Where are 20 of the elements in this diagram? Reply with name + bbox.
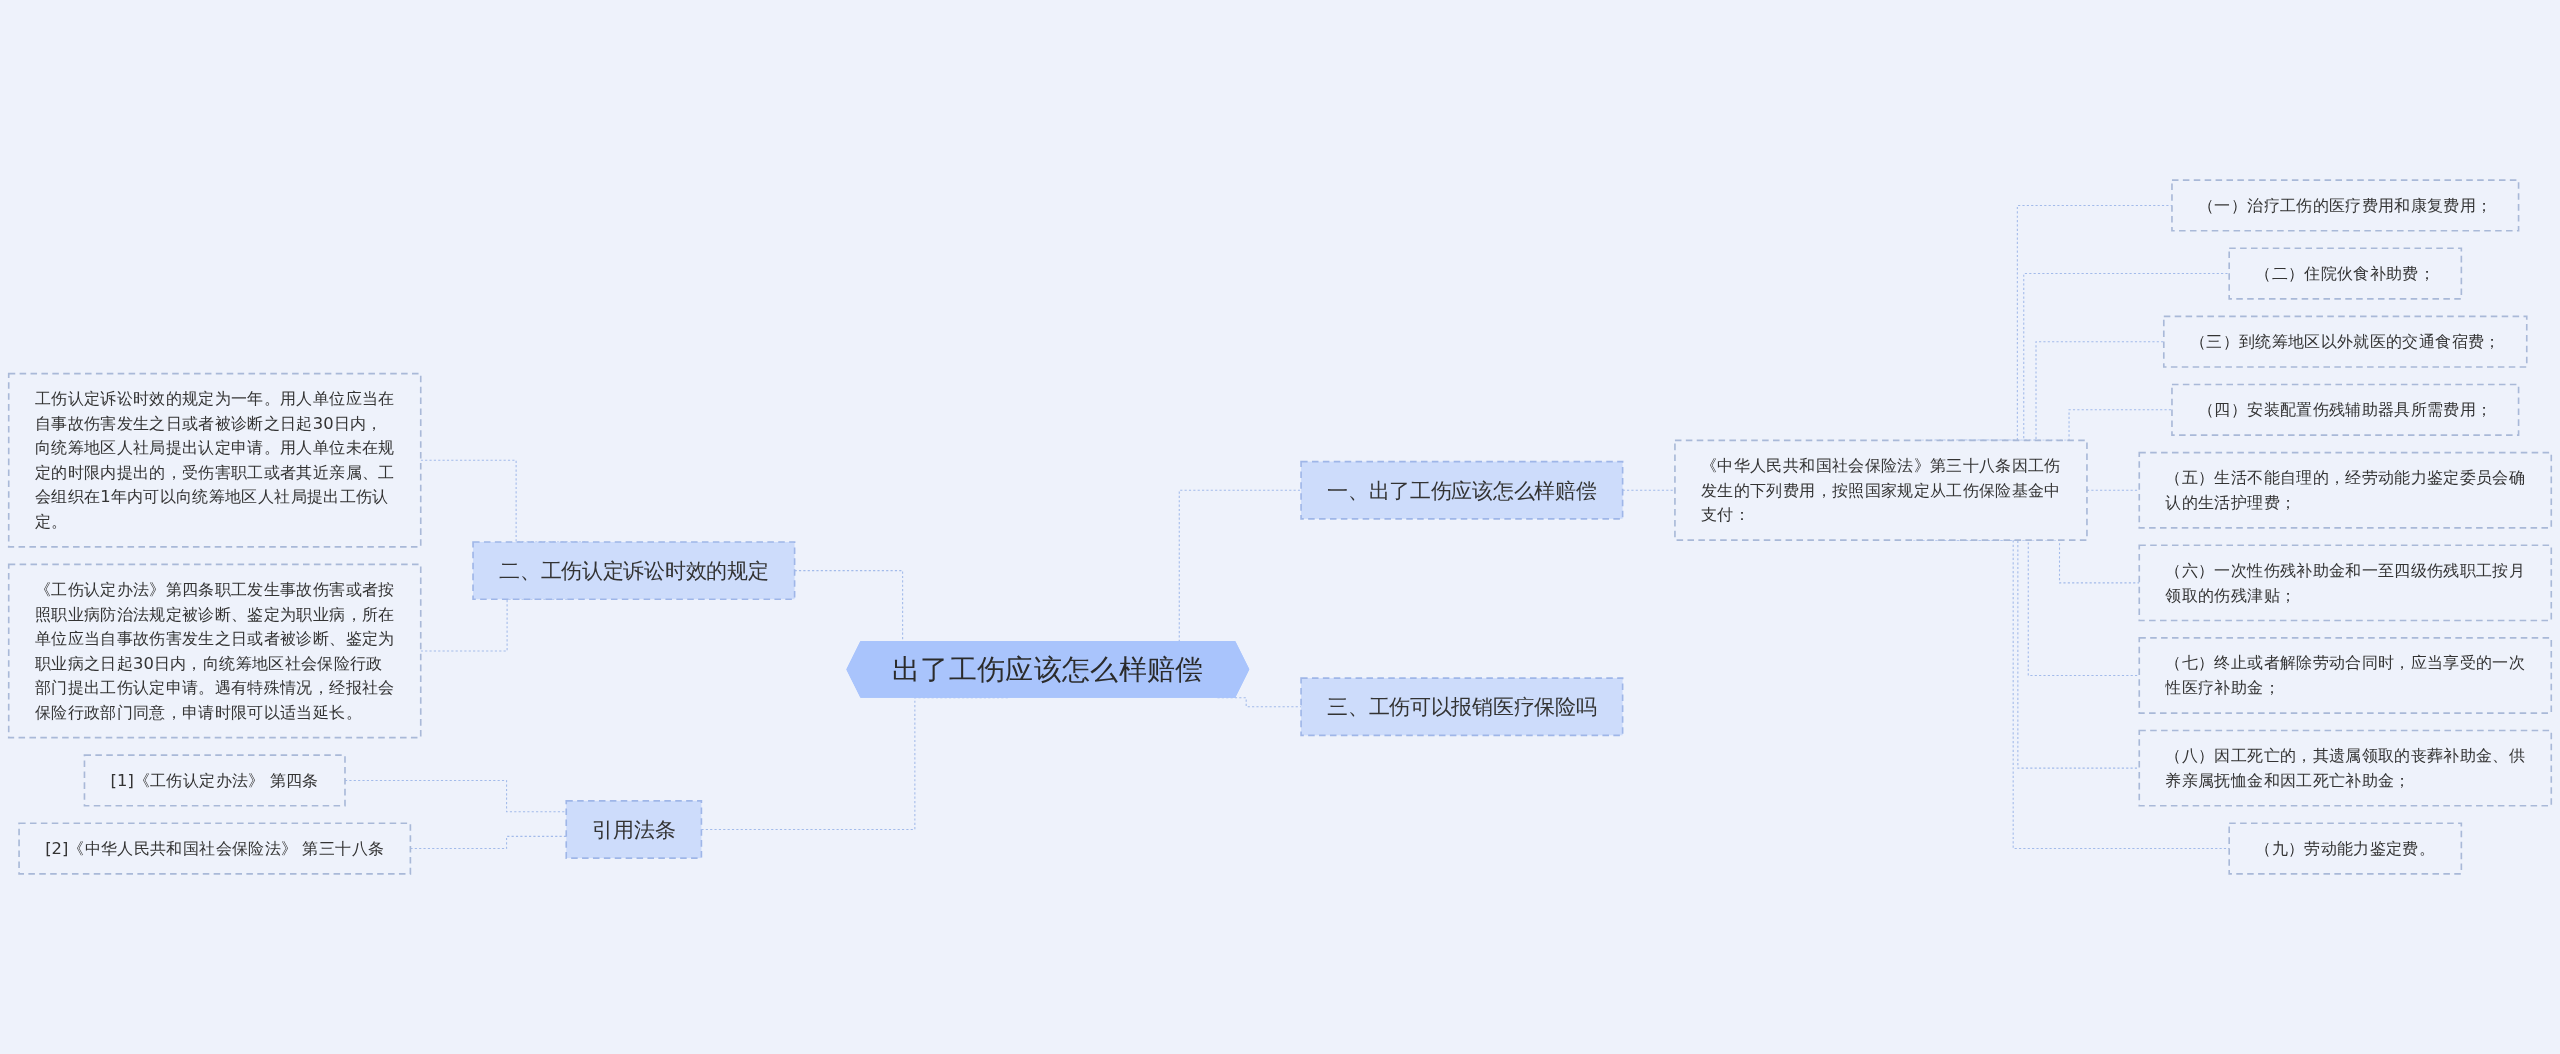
node-box: 引用法条 bbox=[565, 800, 703, 859]
node-box: （二）住院伙食补助费； bbox=[2228, 247, 2463, 300]
node-box: 二、工伤认定诉讼时效的规定 bbox=[472, 541, 796, 601]
node-box: （四）安装配置伤残辅助器具所需费用； bbox=[2171, 383, 2520, 436]
node-box: 《中华人民共和国社会保险法》第三十八条因工伤发生的下列费用，按照国家规定从工伤保险基金中支付： bbox=[1674, 439, 2088, 541]
node-box: 工伤认定诉讼时效的规定为一年。用人单位应当在自事故伤害发生之日或者被诊断之日起30日内，向统筹地区人社局提出认定申请。用人单位未在规定的时限内提出的，受伤害职工或者其近亲属、工会组织在1年内可以向统筹地区人社局提出工伤认定。 bbox=[7, 372, 422, 548]
node-box: （一）治疗工伤的医疗费用和康复费用； bbox=[2171, 179, 2520, 232]
node-box: （九）劳动能力鉴定费。 bbox=[2228, 822, 2463, 875]
node-box: （六）一次性伤残补助金和一至四级伤残职工按月领取的伤残津贴； bbox=[2138, 544, 2553, 622]
node-box: [2]《中华人民共和国社会保险法》 第三十八条 bbox=[18, 822, 412, 875]
node-box: （八）因工死亡的，其遗属领取的丧葬补助金、供养亲属抚恤金和因工死亡补助金； bbox=[2138, 729, 2553, 807]
node-box: 《工伤认定办法》第四条职工发生事故伤害或者按照职业病防治法规定被诊断、鉴定为职业病，所在单位应当自事故伤害发生之日或者被诊断、鉴定为职业病之日起30日内，向统筹地区社会保险行政部门提出工伤认定申请。遇有特殊情况，经报社会保险行政部门同意，申请时限可以适当延长。 bbox=[7, 563, 422, 739]
node-box: （五）生活不能自理的，经劳动能力鉴定委员会确认的生活护理费； bbox=[2138, 451, 2553, 529]
connector bbox=[344, 779, 567, 813]
node-box: 三、工伤可以报销医疗保险吗 bbox=[1300, 677, 1624, 737]
node-box: （三）到统筹地区以外就医的交通食宿费； bbox=[2162, 315, 2528, 368]
node-box: [1]《工伤认定办法》 第四条 bbox=[83, 754, 346, 807]
node-box: 一、出了工伤应该怎么样赔偿 bbox=[1300, 460, 1624, 520]
connector bbox=[2086, 489, 2140, 491]
node-box: （七）终止或者解除劳动合同时，应当享受的一次性医疗补助金； bbox=[2138, 637, 2553, 714]
